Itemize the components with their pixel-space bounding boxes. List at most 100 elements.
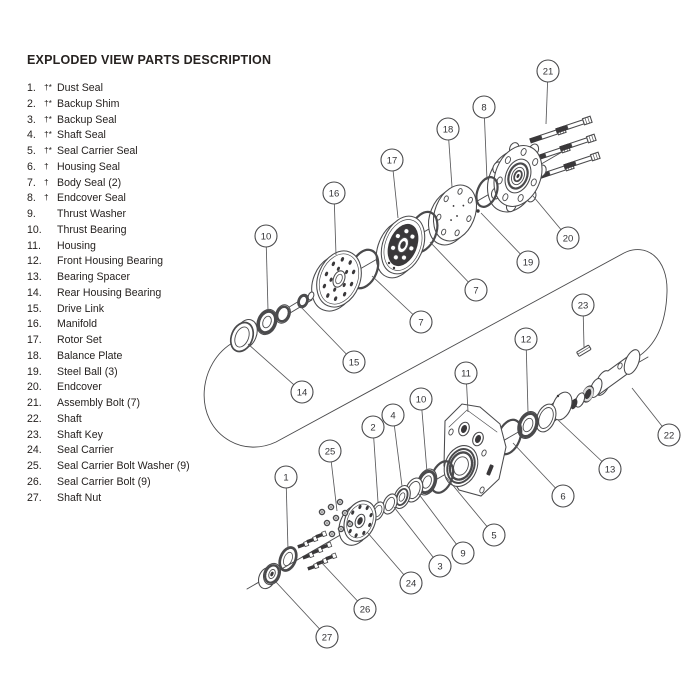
- part-number: 22.: [27, 412, 42, 425]
- rear-housing-bearing-drawing: [229, 319, 258, 353]
- part-number: 25.: [27, 460, 42, 472]
- parts-list-item: 25.Seal Carrier Bolt Washer (9): [27, 459, 190, 475]
- callout-11: 11: [454, 361, 478, 413]
- callout-9: 9: [417, 492, 475, 565]
- shaft-drawing: [570, 349, 641, 410]
- part-number: 15.: [27, 302, 42, 315]
- callout-circle: [551, 484, 575, 508]
- callout-leader-line: [285, 476, 289, 551]
- callout-circle: [380, 148, 404, 172]
- parts-list-item: 7.†Body Seal (2): [27, 176, 190, 192]
- part-number: 10.: [27, 223, 42, 236]
- part-name: Shaft Seal: [57, 129, 106, 142]
- assembly-bolts-drawing: [529, 115, 601, 180]
- part-marker: †*: [44, 145, 52, 155]
- part-name: Assembly Bolt (7): [57, 397, 141, 409]
- page-title: EXPLODED VIEW PARTS DESCRIPTION: [27, 53, 272, 67]
- callout-number: 14: [297, 387, 308, 398]
- callout-number: 18: [443, 124, 454, 135]
- dust-seal-drawing: [278, 546, 298, 572]
- part-marker: †: [44, 176, 49, 187]
- part-name: Thrust Washer: [57, 208, 127, 220]
- callout-number: 20: [563, 233, 574, 244]
- callout-number: 27: [322, 632, 333, 643]
- part-marker: †*: [44, 82, 52, 92]
- bearing-spacer-drawing: [535, 391, 573, 433]
- part-number: 17.: [27, 334, 42, 346]
- part-name: Backup Shim: [57, 97, 120, 110]
- callout-circle: [598, 457, 622, 481]
- part-name: Balance Plate: [57, 349, 123, 362]
- shaft-seal-drawing: [393, 484, 411, 510]
- parts-list-item: 16.Manifold: [27, 317, 190, 333]
- callout-27: 27: [275, 581, 339, 649]
- callout-leader-line: [525, 338, 529, 413]
- parts-list-item: 6.†Housing Seal: [27, 160, 190, 176]
- part-number: 5.: [27, 145, 36, 157]
- callout-leader-line: [275, 581, 328, 638]
- part-name: Backup Seal: [57, 113, 117, 126]
- parts-list-item: 8.†Endcover Seal: [27, 191, 190, 207]
- callout-leader-line: [417, 492, 464, 554]
- callout-number: 1: [283, 472, 288, 483]
- part-number: 12.: [27, 255, 42, 268]
- callout-leader-line: [445, 476, 495, 536]
- callout-number: 10: [261, 231, 272, 242]
- callout-14: 14: [247, 343, 314, 404]
- callout-leader-line: [298, 304, 355, 363]
- part-name: Endcover: [57, 381, 102, 394]
- parts-list-item: 20.Endcover: [27, 380, 190, 396]
- balance-plate-drawing: [427, 184, 478, 246]
- part-number: 11.: [27, 239, 41, 252]
- part-name: Bearing Spacer: [57, 271, 131, 283]
- callout-circle: [409, 310, 433, 334]
- endcover-drawing: [487, 142, 547, 213]
- part-number: 7.: [27, 176, 36, 189]
- part-name: Manifold: [57, 318, 98, 331]
- callout-number: 4: [390, 410, 395, 421]
- rotor-set-drawing: [375, 215, 426, 279]
- parts-list-item: 3.†*Backup Seal: [27, 113, 190, 129]
- callout-circle: [381, 403, 405, 427]
- seal-carrier-drawing: [338, 500, 377, 546]
- parts-list-item: 1.†*Dust Seal: [27, 81, 190, 97]
- seal-carrier-bolt-washers-drawing: [318, 498, 354, 538]
- callout-23: 23: [571, 293, 595, 348]
- callout-circle: [514, 327, 538, 351]
- parts-drawings: [229, 115, 641, 590]
- callout-number: 3: [437, 561, 442, 572]
- callout-5: 5: [445, 476, 506, 547]
- callout-number: 15: [349, 357, 360, 368]
- callout-24: 24: [366, 531, 423, 595]
- callout-number: 21: [543, 66, 554, 77]
- callout-number: 23: [578, 300, 589, 311]
- part-name: Housing Seal: [57, 160, 121, 173]
- callout-number: 9: [460, 548, 465, 559]
- housing-drawing: [443, 403, 507, 497]
- parts-list-item: 12.Front Housing Bearing: [27, 254, 190, 270]
- callout-circle: [322, 181, 346, 205]
- callout-circle: [451, 541, 475, 565]
- callout-4: 4: [381, 403, 405, 487]
- parts-list-item: 24.Seal Carrier: [27, 443, 190, 459]
- part-number: 21.: [27, 397, 42, 409]
- callout-number: 8: [481, 102, 486, 113]
- backup-seal-drawing: [382, 493, 398, 515]
- part-name: Endcover Seal: [57, 192, 126, 205]
- part-number: 1.: [27, 82, 36, 94]
- parts-list-item: 18.Balance Plate: [27, 349, 190, 365]
- callout-circle: [536, 59, 560, 83]
- assembly-flow-loop: [203, 249, 668, 448]
- callout-circle: [254, 224, 278, 248]
- parts-list-item: 10.Thrust Bearing: [27, 223, 190, 239]
- part-number: 8.: [27, 192, 36, 205]
- callout-circle: [454, 361, 478, 385]
- parts-list-item: 15.Drive Link: [27, 302, 190, 318]
- part-number: 23.: [27, 428, 42, 441]
- callout-number: 26: [360, 604, 371, 615]
- callout-17: 17: [380, 148, 404, 219]
- callout-19: 19: [480, 212, 540, 274]
